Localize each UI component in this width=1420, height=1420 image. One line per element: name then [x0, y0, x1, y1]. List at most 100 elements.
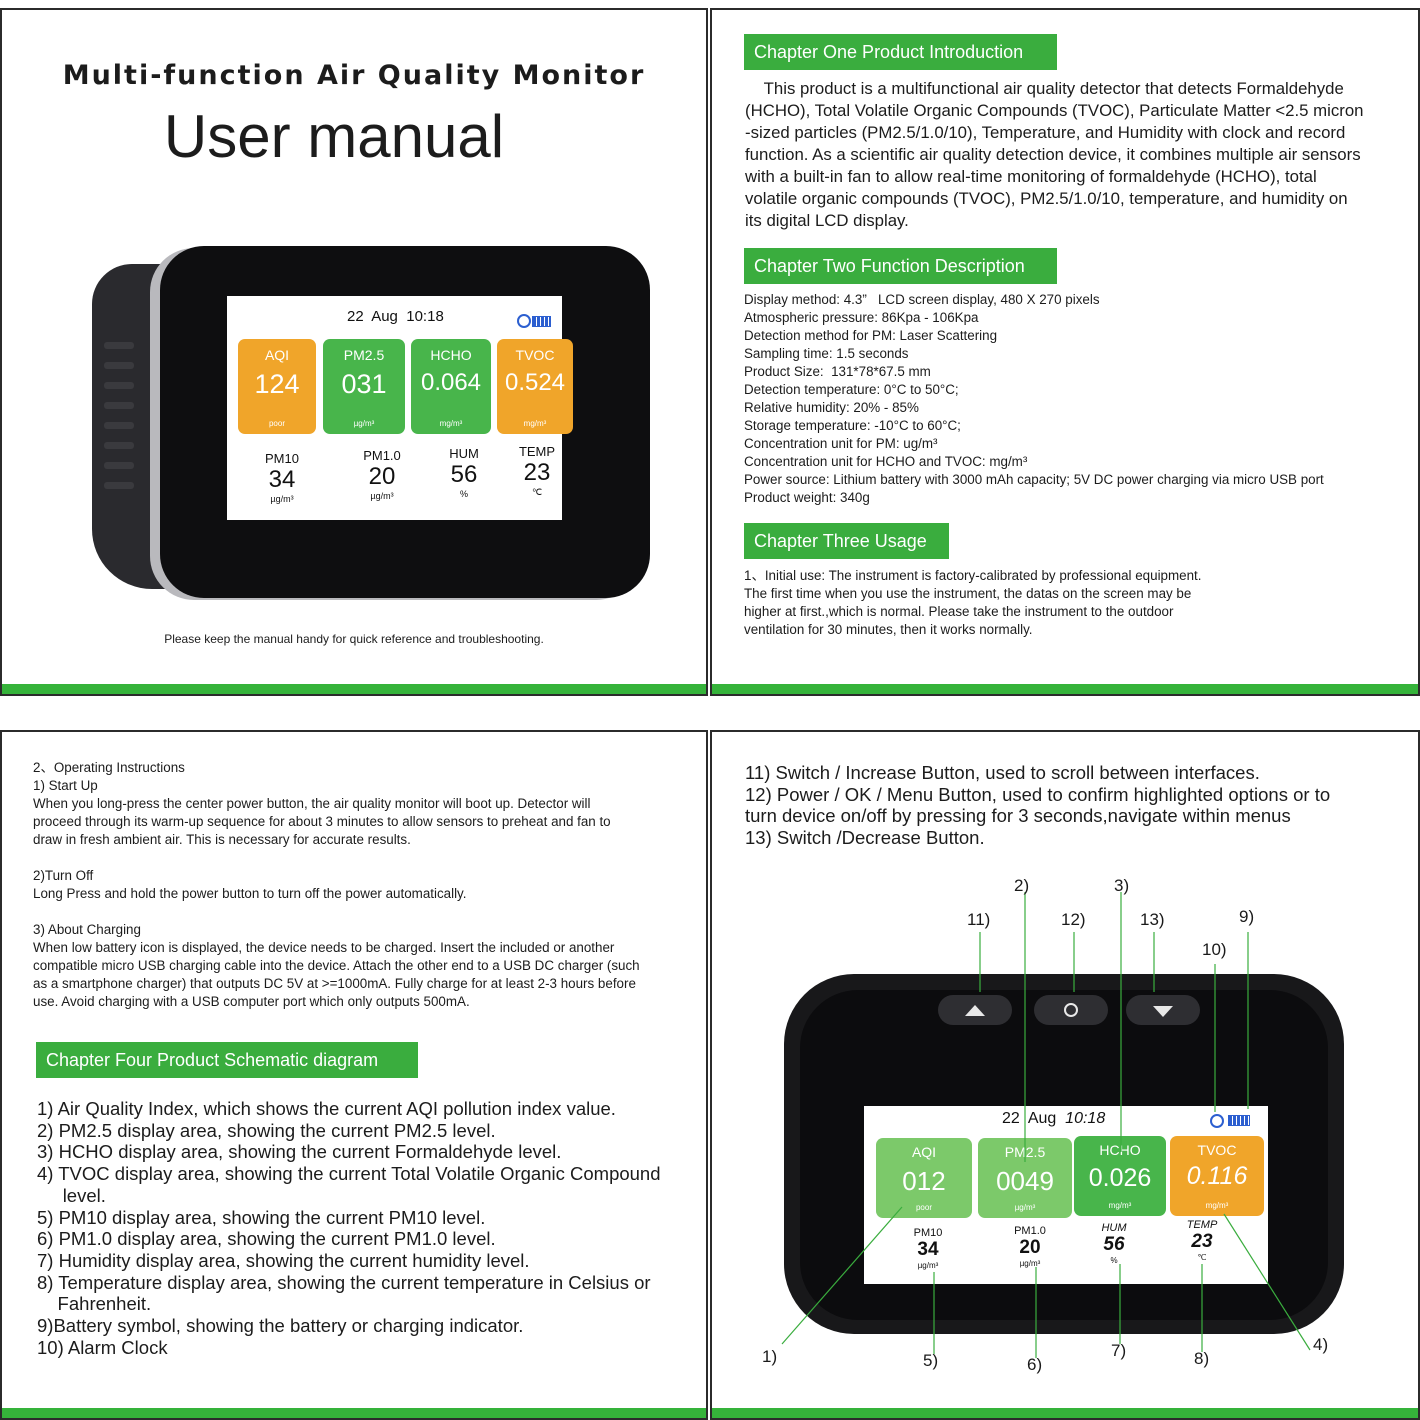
tile-label: TVOC — [515, 347, 555, 363]
text-line: (HCHO), Total Volatile Organic Compounds… — [745, 101, 1364, 120]
tile-value: 0.524 — [504, 369, 566, 396]
callout-5: 5) — [923, 1351, 939, 1370]
tile-aqi: AQI 012 poor — [876, 1138, 972, 1218]
spec-item: Product Size: 131*78*67.5 mm — [744, 364, 931, 379]
clock-month: Aug — [371, 308, 398, 325]
spec-item: Product weight: 340g — [744, 490, 870, 505]
tile-unit: µg/m³ — [1014, 1203, 1036, 1212]
vent-slot — [104, 442, 134, 449]
callout-7: 7) — [1111, 1341, 1127, 1360]
operating-instructions: 2、Operating Instructions 1) Start Up Whe… — [33, 759, 640, 1011]
text-line: When low battery icon is displayed, the … — [33, 940, 615, 955]
clock-month: Aug — [1027, 1110, 1057, 1127]
tile-unit: mg/m³ — [1108, 1201, 1132, 1210]
text-line: When you long-press the center power but… — [33, 796, 591, 811]
decrease-button[interactable] — [1126, 995, 1200, 1025]
reading-label: HUM — [449, 446, 479, 461]
reading-unit: ℃ — [531, 487, 543, 497]
button-desc: 13) Switch /Decrease Button. — [745, 827, 985, 849]
legend-item: 9)Battery symbol, showing the battery or… — [37, 1315, 524, 1337]
reading-label: PM1.0 — [1014, 1225, 1046, 1237]
schematic-page: 11) Switch / Increase Button, used to sc… — [710, 730, 1420, 1420]
callout-1: 1) — [762, 1347, 778, 1366]
vent-slot — [104, 462, 134, 469]
text-line: ventilation for 30 minutes, then it work… — [744, 622, 1033, 637]
operating-page: 2、Operating Instructions 1) Start Up Whe… — [0, 730, 708, 1420]
legend-item: 2) PM2.5 display area, showing the curre… — [37, 1119, 496, 1141]
button-descriptions: 11) Switch / Increase Button, used to sc… — [745, 762, 1330, 849]
spec-item: Relative humidity: 20% - 85% — [744, 400, 919, 415]
tile-label: PM2.5 — [343, 347, 385, 363]
legend-item: 8) Temperature display area, showing the… — [37, 1271, 651, 1293]
text-line: use. Avoid charging with a USB computer … — [33, 994, 470, 1009]
text-line: higher at first.,which is normal. Please… — [744, 604, 1174, 619]
vent-slot — [104, 362, 134, 369]
reading-value: 20 — [1019, 1237, 1041, 1258]
spec-list: Display method: 4.3” LCD screen display,… — [744, 291, 1324, 507]
callout-12: 12) — [1061, 910, 1086, 929]
tile-label: TVOC — [1197, 1142, 1237, 1158]
vent-slot — [104, 422, 134, 429]
legend-item: 6) PM1.0 display area, showing the curre… — [37, 1228, 496, 1250]
reading-value: 34 — [917, 1239, 939, 1260]
battery-icon — [1228, 1115, 1250, 1126]
reading-label: TEMP — [518, 444, 556, 459]
page-bottom-bar — [712, 684, 1418, 694]
legend-item: 5) PM10 display area, showing the curren… — [37, 1206, 486, 1228]
increase-button[interactable] — [938, 995, 1012, 1025]
legend-item: 3) HCHO display area, showing the curren… — [37, 1141, 562, 1163]
callout-8: 8) — [1194, 1349, 1210, 1368]
tile-value: 031 — [341, 369, 387, 399]
clock-date: 22 — [1002, 1110, 1020, 1127]
reading-pm1: PM1.0 20 µg/m³ — [1004, 1225, 1056, 1268]
page-bottom-bar — [712, 1408, 1418, 1418]
callout-3: 3) — [1114, 876, 1130, 895]
reading-label: PM10 — [913, 1227, 943, 1239]
chapter-one-text: This product is a multifunctional air qu… — [745, 78, 1364, 232]
reading-value: 23 — [523, 459, 551, 486]
button-desc: 11) Switch / Increase Button, used to sc… — [745, 762, 1260, 783]
reading-unit: ℃ — [1197, 1253, 1207, 1262]
tile-value: 0.116 — [1186, 1162, 1248, 1190]
reading-temp: TEMP 23 ℃ — [512, 444, 562, 498]
legend-item: Fahrenheit. — [37, 1293, 152, 1315]
tile-unit: µg/m³ — [353, 419, 375, 428]
tile-label: AQI — [911, 1144, 937, 1160]
reading-pm10: PM10 34 µg/m³ — [257, 451, 307, 504]
legend-item: 1) Air Quality Index, which shows the cu… — [37, 1098, 616, 1119]
legend-item: 10) Alarm Clock — [37, 1336, 168, 1358]
clock-time: 10:18 — [406, 308, 444, 325]
text-line: 1) Start Up — [33, 778, 98, 793]
button-desc: turn device on/off by pressing for 3 sec… — [745, 805, 1291, 827]
tile-value: 124 — [254, 369, 300, 399]
text-line: -sized particles (PM2.5/1.0/10), Tempera… — [745, 123, 1346, 142]
alarm-icon — [517, 314, 531, 328]
text-line: 2)Turn Off — [33, 868, 94, 883]
device-photo: 22 Aug 10:18 AQI 124 poor PM2.5 031 µg/m… — [92, 236, 652, 606]
callout-10: 10) — [1202, 940, 1227, 959]
reading-hum: HUM 56 % — [439, 446, 489, 499]
tile-value: 012 — [902, 1166, 946, 1196]
reading-unit: % — [459, 489, 468, 499]
tile-value: 0.064 — [420, 369, 482, 396]
reading-value: 56 — [450, 461, 478, 488]
text-line: its digital LCD display. — [745, 211, 909, 230]
reading-label: PM1.0 — [363, 448, 401, 463]
text-line: with a built-in fan to allow real-time m… — [745, 167, 1317, 186]
vent-slot — [104, 482, 134, 489]
button-desc: 12) Power / OK / Menu Button, used to co… — [745, 783, 1331, 805]
legend-item: 4) TVOC display area, showing the curren… — [37, 1163, 661, 1185]
vent-slot — [104, 382, 134, 389]
callout-9: 9) — [1239, 907, 1255, 926]
manual-subtitle: User manual — [163, 103, 505, 170]
tile-unit: mg/m³ — [523, 419, 547, 428]
callout-4: 4) — [1313, 1335, 1329, 1354]
tile-tvoc: TVOC 0.524 mg/m³ — [497, 339, 573, 434]
page-bottom-bar — [2, 684, 706, 694]
text-line: as a smartphone charger) that outputs DC… — [33, 976, 636, 991]
power-button[interactable] — [1034, 995, 1108, 1025]
tile-aqi: AQI 124 poor — [238, 339, 316, 434]
text-line: This product is a multifunctional air qu… — [745, 79, 1344, 98]
text-line: 1、Initial use: The instrument is factory… — [744, 568, 1202, 583]
reading-label: HUM — [1101, 1222, 1127, 1234]
